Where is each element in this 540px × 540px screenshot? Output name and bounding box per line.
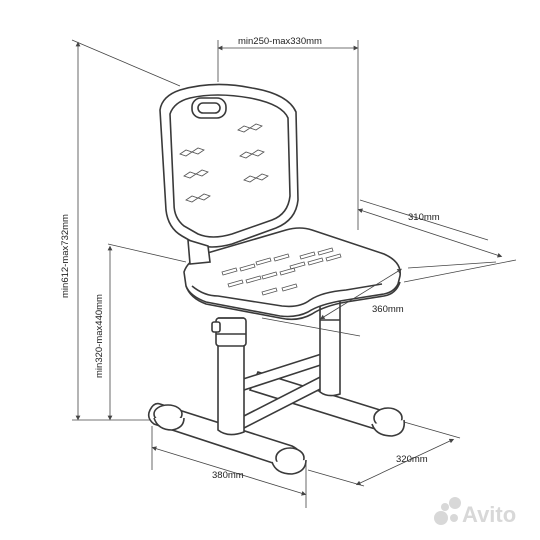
dim-seat-width bbox=[261, 261, 497, 337]
label-backrest-width: min250-max330mm bbox=[238, 36, 322, 47]
label-base-depth: 320mm bbox=[396, 454, 428, 465]
dim-seat-depth bbox=[357, 199, 517, 283]
dim-base-depth bbox=[307, 421, 461, 487]
label-seat-depth: 310mm bbox=[408, 212, 440, 223]
label-total-height: min612-max732mm bbox=[60, 214, 71, 298]
label-seat-width: 360mm bbox=[372, 304, 404, 315]
height-columns bbox=[211, 299, 341, 436]
watermark-text: Avito bbox=[462, 502, 516, 527]
label-seat-height: min320-max440mm bbox=[94, 294, 105, 378]
dim-seat-height bbox=[107, 243, 187, 421]
dim-backrest-width bbox=[217, 40, 359, 230]
label-base-width: 380mm bbox=[212, 470, 244, 481]
dim-base-width bbox=[151, 426, 307, 508]
watermark: Avito bbox=[434, 497, 516, 527]
dim-total-height bbox=[71, 39, 181, 421]
base-frame bbox=[147, 348, 406, 475]
avito-dots-icon bbox=[434, 497, 461, 525]
backrest bbox=[159, 83, 299, 265]
